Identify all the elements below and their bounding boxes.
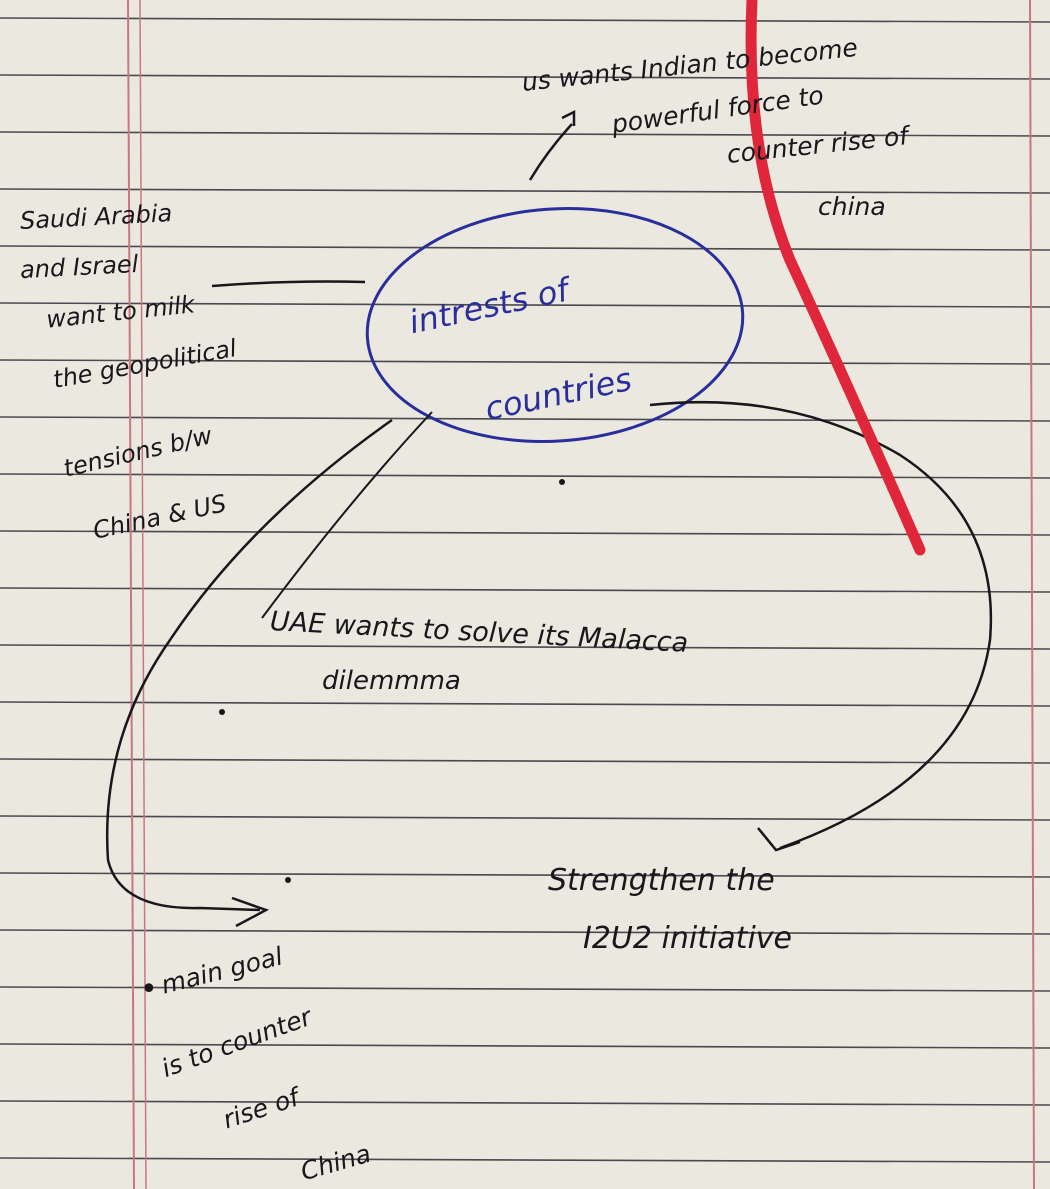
uae-note-line-2: dilemmma	[322, 666, 461, 696]
ruled-line	[0, 359, 1050, 365]
margin-line-left-2	[139, 0, 147, 1189]
ruled-line	[0, 188, 1050, 194]
ruled-line	[0, 929, 1050, 935]
ruled-line	[0, 815, 1050, 821]
ruled-line	[0, 245, 1050, 251]
ruled-line	[0, 74, 1050, 80]
us-note-line-4: china	[818, 192, 886, 221]
ink-dot	[559, 479, 565, 485]
ruled-line	[0, 872, 1050, 878]
ruled-line	[0, 1100, 1050, 1106]
ruled-line	[0, 644, 1050, 650]
ruled-line	[0, 131, 1050, 137]
ruled-line	[0, 416, 1050, 422]
ruled-line	[0, 758, 1050, 764]
connector-to-uae-note	[261, 411, 433, 619]
connector-to-goal-note	[105, 418, 393, 912]
underline-israel	[211, 280, 366, 288]
ruled-line	[0, 17, 1050, 23]
ruled-line	[0, 473, 1050, 479]
ink-dot	[219, 709, 225, 715]
red-marker-stroke	[745, 0, 926, 556]
connector-to-strengthen-note	[649, 400, 993, 850]
ruled-lines	[0, 17, 1050, 1163]
saudi-note-line-1: Saudi Arabia	[19, 199, 173, 235]
ruled-line	[0, 986, 1050, 992]
margin-line-left	[127, 0, 135, 1189]
arrowhead-strengthen-note	[757, 827, 801, 852]
connector-to-us-note	[528, 123, 573, 181]
center-ellipse	[365, 207, 745, 443]
arrowhead-us-note	[561, 109, 576, 126]
arrowhead-goal-note	[231, 896, 270, 928]
saudi-note-line-2: and Israel	[19, 249, 140, 285]
ruled-line	[0, 530, 1050, 536]
strengthen-note-line-1: Strengthen the	[548, 863, 775, 898]
strengthen-note-line-2: I2U2 initiative	[583, 921, 792, 956]
ink-dot	[285, 877, 291, 883]
ruled-line	[0, 1043, 1050, 1049]
goal-note-bullet: •	[140, 972, 158, 1007]
ruled-line	[0, 302, 1050, 308]
ruled-line	[0, 1157, 1050, 1163]
margin-line-right	[1029, 0, 1035, 1189]
ruled-line	[0, 587, 1050, 593]
ruled-line	[0, 701, 1050, 707]
